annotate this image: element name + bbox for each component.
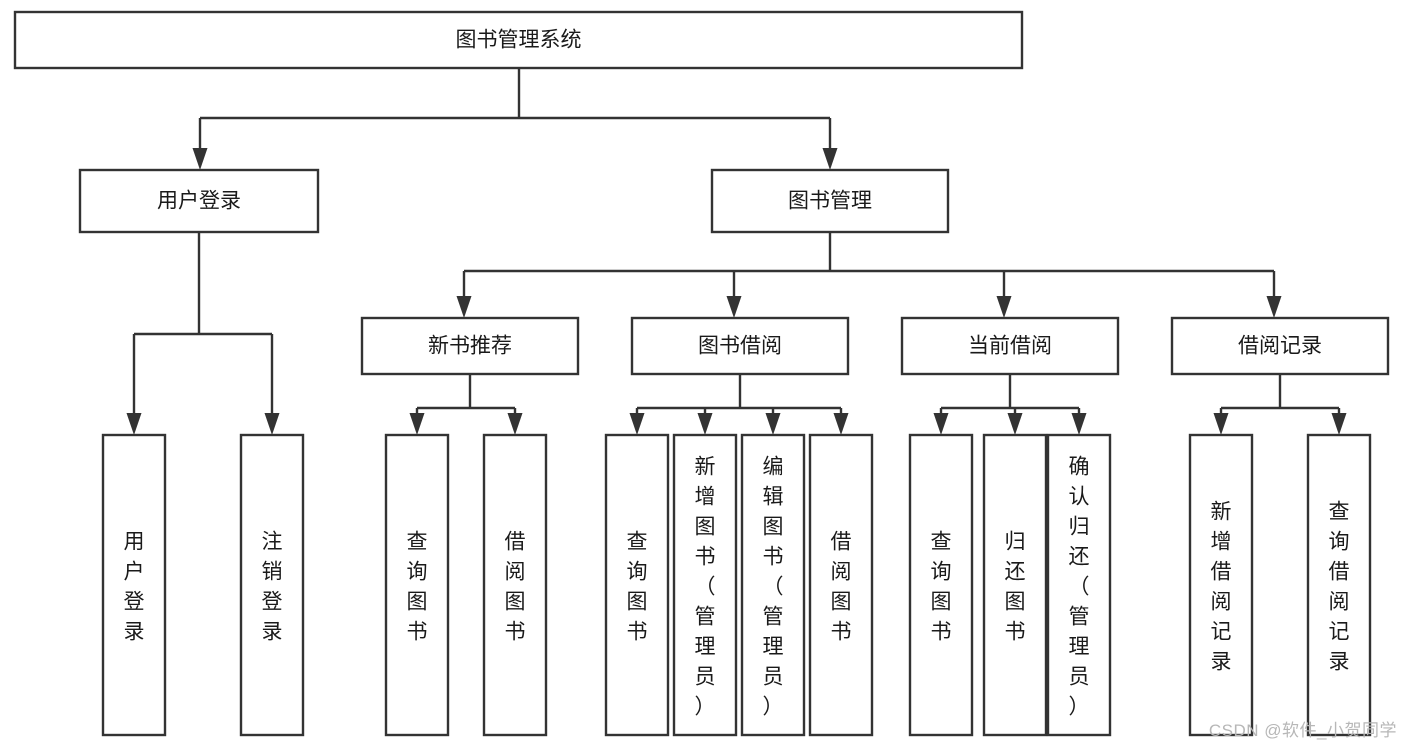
node-leaf-query-book-2[interactable]: 查询图书 bbox=[604, 433, 670, 737]
node-label: 新书推荐 bbox=[428, 335, 512, 358]
connector-user-login bbox=[126, 232, 280, 435]
node-label: 查询借阅记录 bbox=[1329, 500, 1350, 673]
node-label: 注销登录 bbox=[262, 530, 283, 643]
node-leaf-confirm-return[interactable]: 确认归还（管理员） bbox=[1046, 433, 1112, 737]
node-label: 归还图书 bbox=[1005, 530, 1026, 643]
node-borrow-record[interactable]: 借阅记录 bbox=[1170, 316, 1390, 376]
node-label: 新增图书（管理员） bbox=[695, 455, 716, 718]
node-current-borrow[interactable]: 当前借阅 bbox=[900, 316, 1120, 376]
node-leaf-query-book-1[interactable]: 查询图书 bbox=[384, 433, 450, 737]
node-new-book-rec[interactable]: 新书推荐 bbox=[360, 316, 580, 376]
node-label: 当前借阅 bbox=[968, 335, 1052, 358]
node-leaf-return-book[interactable]: 归还图书 bbox=[982, 433, 1048, 737]
connector-root bbox=[192, 68, 838, 170]
node-root[interactable]: 图书管理系统 bbox=[13, 10, 1024, 70]
connector-layer bbox=[126, 68, 1347, 435]
connector-borrow-record bbox=[1213, 374, 1347, 435]
node-leaf-add-book[interactable]: 新增图书（管理员） bbox=[672, 433, 738, 737]
connector-new-book-rec bbox=[409, 374, 523, 435]
node-leaf-user-logout[interactable]: 注销登录 bbox=[239, 433, 305, 737]
node-label: 查询图书 bbox=[627, 530, 648, 643]
node-leaf-user-login[interactable]: 用户登录 bbox=[101, 433, 167, 737]
node-label: 借阅记录 bbox=[1238, 335, 1322, 358]
node-label: 用户登录 bbox=[124, 530, 145, 643]
node-label: 编辑图书（管理员） bbox=[763, 455, 784, 718]
node-user-login[interactable]: 用户登录 bbox=[78, 168, 320, 234]
node-book-manage[interactable]: 图书管理 bbox=[710, 168, 950, 234]
node-leaf-borrow-book-2[interactable]: 借阅图书 bbox=[808, 433, 874, 737]
node-label: 图书借阅 bbox=[698, 335, 782, 358]
watermark-text: CSDN @软件_小贺同学 bbox=[1208, 721, 1397, 740]
node-leaf-edit-book[interactable]: 编辑图书（管理员） bbox=[740, 433, 806, 737]
node-label: 用户登录 bbox=[157, 190, 241, 213]
node-leaf-add-record[interactable]: 新增借阅记录 bbox=[1188, 433, 1254, 737]
node-label: 新增借阅记录 bbox=[1211, 500, 1232, 673]
node-label: 借阅图书 bbox=[831, 530, 852, 643]
node-label: 图书管理系统 bbox=[456, 29, 582, 52]
node-leaf-borrow-book-1[interactable]: 借阅图书 bbox=[482, 433, 548, 737]
node-label: 查询图书 bbox=[931, 530, 952, 643]
connector-book-borrow bbox=[629, 374, 849, 435]
node-leaf-query-book-3[interactable]: 查询图书 bbox=[908, 433, 974, 737]
node-label: 借阅图书 bbox=[505, 530, 526, 643]
node-layer: 图书管理系统用户登录图书管理新书推荐图书借阅当前借阅借阅记录用户登录注销登录查询… bbox=[13, 10, 1390, 737]
node-label: 图书管理 bbox=[788, 190, 872, 213]
connector-current-borrow bbox=[933, 374, 1087, 435]
node-label: 查询图书 bbox=[407, 530, 428, 643]
connector-book-manage bbox=[456, 232, 1282, 318]
node-label: 确认归还（管理员） bbox=[1069, 455, 1090, 718]
node-leaf-query-record[interactable]: 查询借阅记录 bbox=[1306, 433, 1372, 737]
node-book-borrow[interactable]: 图书借阅 bbox=[630, 316, 850, 376]
